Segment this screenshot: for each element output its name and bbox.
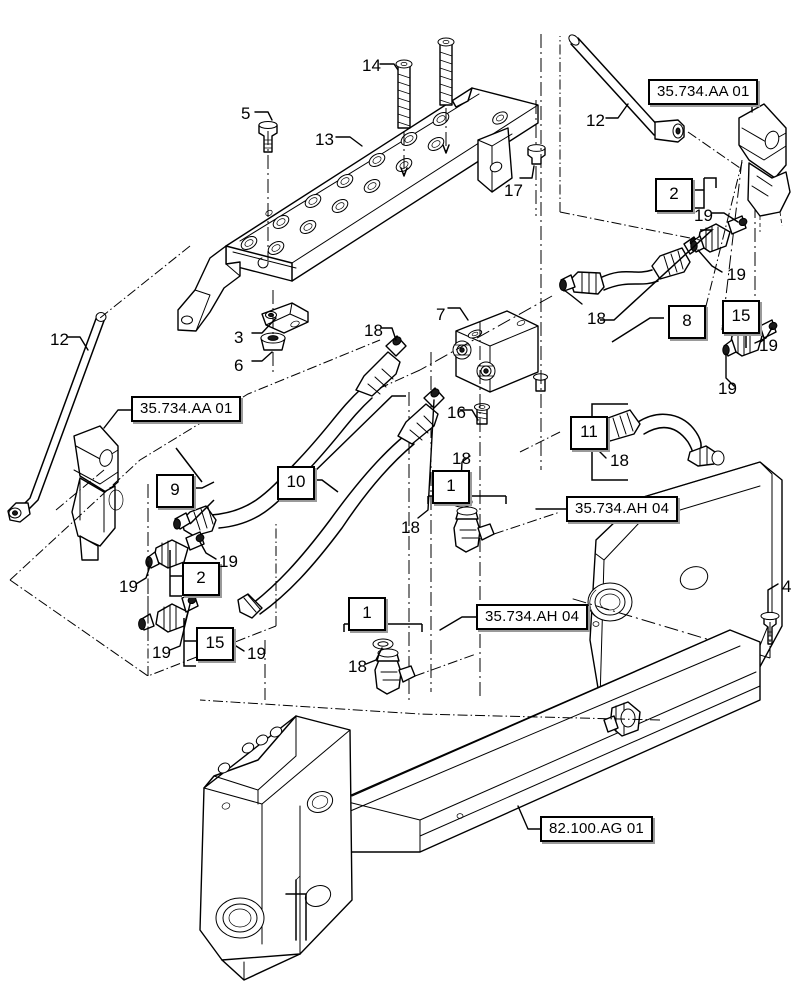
reference-box-35734AA01-left[interactable]: 35.734.AA 01 [131,396,242,422]
manifold-mount-bar [177,87,539,332]
flange-nut-17 [527,144,546,165]
leader-number-18-a: 18 [587,309,606,328]
leader-number-19-f: 19 [119,577,138,596]
valve-manifold-block [452,310,539,393]
item-box-15-left[interactable]: 15 [196,627,234,661]
hydraulic-hose-8 [559,236,701,295]
item-box-11[interactable]: 11 [570,416,608,450]
leader-number-19-a: 19 [694,206,713,225]
item-box-8[interactable]: 8 [668,305,706,339]
coupler-fitting-upper [451,496,495,553]
leader-number-19-h: 19 [247,644,266,663]
reference-box-35734AH04-lower[interactable]: 35.734.AH 04 [476,604,589,630]
leader-lines [67,63,779,665]
leader-number-19-b: 19 [727,265,746,284]
leader-number-16: 16 [447,403,466,422]
coupler-fitting-lower [372,638,416,695]
manifold-port-lower [476,361,496,381]
hydraulic-hose-9 [173,335,407,537]
cap-screw-14 [395,59,413,129]
leader-number-14: 14 [362,56,381,75]
leader-number-18-d: 18 [610,451,629,470]
cap-screw-14b [437,37,455,106]
leader-number-19-d: 19 [718,379,737,398]
leader-number-4: 4 [782,577,792,596]
coupler-fitting-2-left [145,531,205,569]
leader-number-12-upper: 12 [586,111,605,130]
hydraulic-tube-12-lower [7,312,107,523]
reference-box-35734AH04-upper[interactable]: 35.734.AH 04 [566,496,679,522]
leader-number-5: 5 [241,104,251,123]
item-box-15-right[interactable]: 15 [722,300,760,334]
reference-box-35734AA01-top[interactable]: 35.734.AA 01 [648,79,759,105]
leader-number-13: 13 [315,130,334,149]
item-box-2-right[interactable]: 2 [655,178,693,212]
elbow-fitting-15-right [722,319,778,357]
leader-number-3: 3 [234,328,244,347]
leader-number-18-c: 18 [452,449,471,468]
item-box-1-upper[interactable]: 1 [432,470,470,504]
cap-screw-16 [474,403,490,425]
item-box-1-lower[interactable]: 1 [348,597,386,631]
item-box-10[interactable]: 10 [277,466,315,500]
loader-arm-frame [199,629,761,981]
flange-nut-6 [260,332,286,351]
leader-number-18-f: 18 [348,657,367,676]
hydraulic-cylinder-upper-right [738,103,791,232]
hose-clamp-3 [261,302,309,334]
leader-number-6: 6 [234,356,244,375]
leader-number-19-c: 19 [759,336,778,355]
leader-number-17: 17 [504,181,523,200]
hydraulic-tube-12-upper [568,34,685,143]
hydraulic-cylinder-lower-left [71,425,124,561]
item-box-2-left[interactable]: 2 [182,562,220,596]
leader-number-19-e: 19 [219,552,238,571]
leader-number-12-lower: 12 [50,330,69,349]
leader-number-7: 7 [436,305,446,324]
item-box-9[interactable]: 9 [156,474,194,508]
leader-number-19-g: 19 [152,643,171,662]
projection-lines [9,36,743,721]
leader-number-18-e: 18 [401,518,420,537]
reference-box-82100AG01[interactable]: 82.100.AG 01 [540,816,653,842]
hydraulic-hose-10 [237,387,445,619]
leader-number-18-b: 18 [364,321,383,340]
manifold-port-upper [452,340,472,360]
